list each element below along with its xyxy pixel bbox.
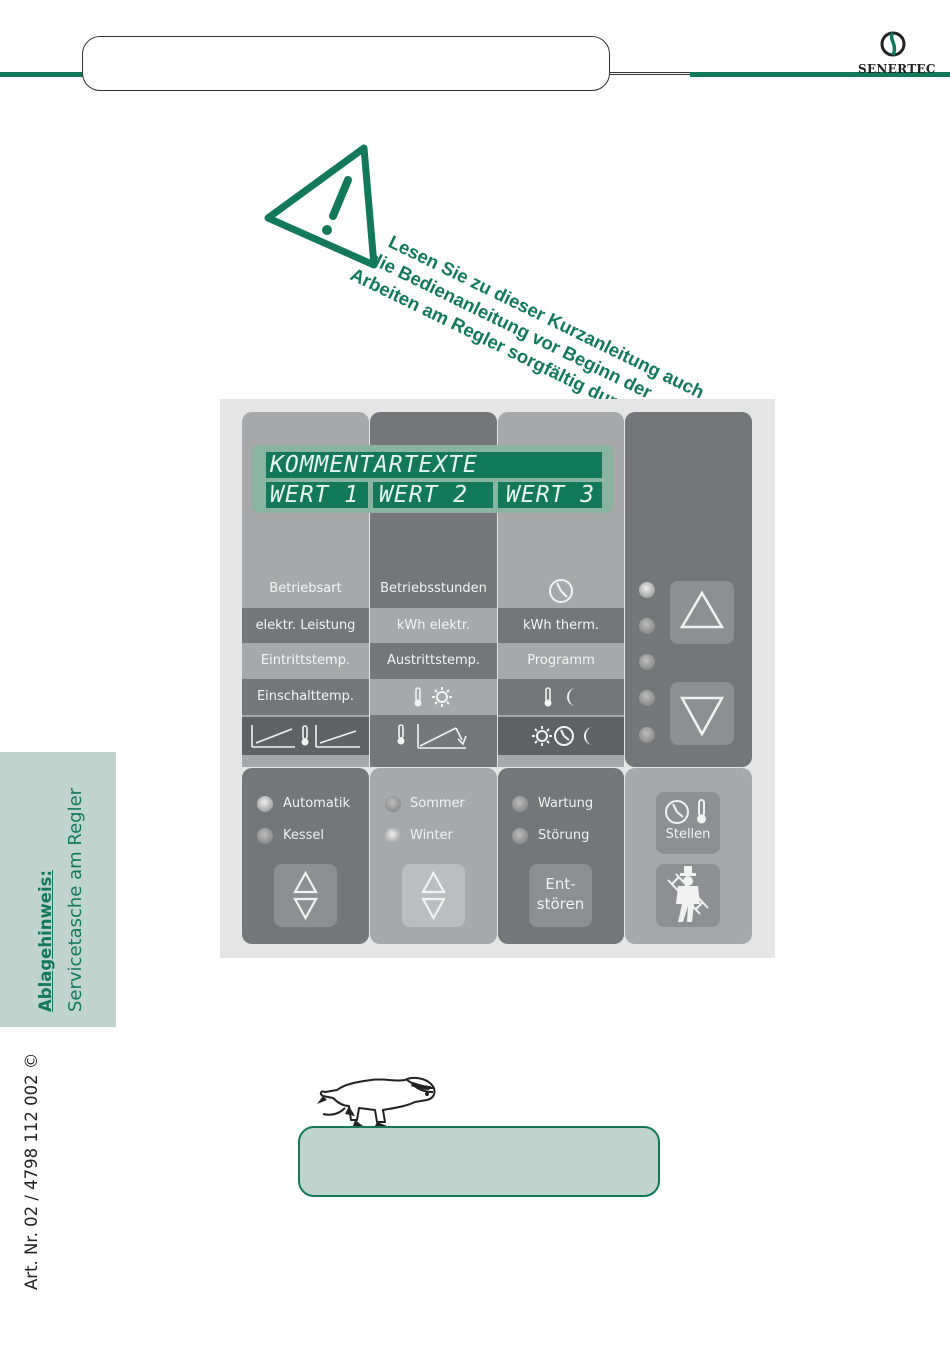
up-down-arrow-icon [293, 870, 318, 921]
thermometer-curve-icon [397, 724, 467, 749]
indicator-led [639, 582, 655, 598]
indicator-led [639, 618, 655, 634]
menu-betriebsart[interactable]: Betriebsart [269, 581, 342, 596]
thermometer-sun-icon [414, 687, 452, 707]
warning-triangle-icon [264, 144, 378, 269]
filing-note: Ablagehinweis: Servicetasche am Regler [36, 752, 86, 1012]
chimney-sweep-button[interactable] [656, 864, 720, 927]
down-button[interactable] [670, 682, 734, 745]
lcd-value-1: WERT 1 [266, 482, 368, 508]
indicator-led [639, 690, 655, 706]
automatik-led [257, 796, 273, 812]
arrow-down-icon [679, 696, 725, 737]
menu-time-program[interactable] [498, 717, 624, 755]
mode-winter: Winter [410, 828, 453, 843]
stoerung-led [512, 828, 528, 844]
clock-thermometer-icon [665, 799, 706, 824]
mode-sommer: Sommer [410, 796, 465, 811]
filing-value: Servicetasche am Regler [65, 787, 86, 1012]
menu-day-temp[interactable] [370, 679, 497, 715]
chimney-sweep-icon [667, 866, 709, 922]
mode-select-button-1[interactable] [274, 864, 337, 927]
heating-curve-icon [251, 725, 360, 748]
mode-stoerung: Störung [538, 828, 590, 843]
senertec-logo-icon [880, 31, 906, 57]
filing-tab [0, 752, 116, 1027]
badger-illustration [317, 1076, 436, 1126]
menu-programm[interactable]: Programm [498, 643, 624, 679]
menu-austrittstemp[interactable]: Austrittstemp. [370, 643, 497, 679]
sommer-led [385, 796, 401, 812]
reset-label-line-2: stören [536, 895, 585, 913]
menu-heating-curve[interactable] [242, 717, 369, 755]
set-clock-button[interactable]: Stellen [656, 792, 720, 854]
menu-curve-slope[interactable] [370, 717, 497, 755]
mode-select-button-2[interactable] [402, 864, 465, 927]
bottom-label-box [298, 1126, 660, 1197]
clock-icon[interactable] [548, 578, 574, 604]
mode-wartung: Wartung [538, 796, 594, 811]
mode-automatik: Automatik [283, 796, 351, 811]
reset-button[interactable]: Ent- stören [529, 864, 592, 927]
thermometer-moon-icon [544, 687, 576, 707]
lcd-display: KOMMENTARTEXTE WERT 1 WERT 2 WERT 3 [251, 445, 614, 513]
up-down-arrow-icon [421, 870, 446, 921]
filing-label: Ablagehinweis: [36, 869, 55, 1012]
header-rule-left [0, 72, 85, 77]
header-rule-right [690, 72, 950, 77]
wartung-led [512, 796, 528, 812]
article-number: Art. Nr. 02 / 4798 112 002 © [22, 1052, 41, 1290]
lcd-value-3: WERT 3 [498, 482, 602, 508]
menu-elektr-leistung[interactable]: elektr. Leistung [242, 608, 369, 644]
up-button[interactable] [670, 581, 734, 644]
winter-led [385, 828, 401, 844]
menu-betriebsstunden[interactable]: Betriebsstunden [380, 581, 487, 596]
reset-label-line-1: Ent- [545, 875, 576, 893]
header-box-tail [608, 72, 692, 75]
menu-einschalttemp[interactable]: Einschalttemp. [242, 679, 369, 715]
indicator-led [639, 727, 655, 743]
set-label: Stellen [665, 827, 711, 842]
indicator-led [639, 654, 655, 670]
arrow-up-icon [679, 590, 725, 629]
sun-clock-moon-icon [532, 726, 593, 746]
senertec-logo: SENERTEC [858, 30, 935, 76]
kessel-led [257, 828, 273, 844]
menu-kwh-elektr[interactable]: kWh elektr. [370, 608, 497, 644]
menu-eintrittstemp[interactable]: Eintrittstemp. [242, 643, 369, 679]
menu-night-temp[interactable] [498, 679, 624, 715]
mode-kessel: Kessel [283, 828, 325, 843]
header-title-box [82, 36, 610, 91]
lcd-value-2: WERT 2 [373, 482, 493, 508]
lcd-comment-text: KOMMENTARTEXTE [266, 452, 602, 478]
logo-wordmark: SENERTEC [858, 62, 936, 76]
menu-kwh-therm[interactable]: kWh therm. [498, 608, 624, 644]
